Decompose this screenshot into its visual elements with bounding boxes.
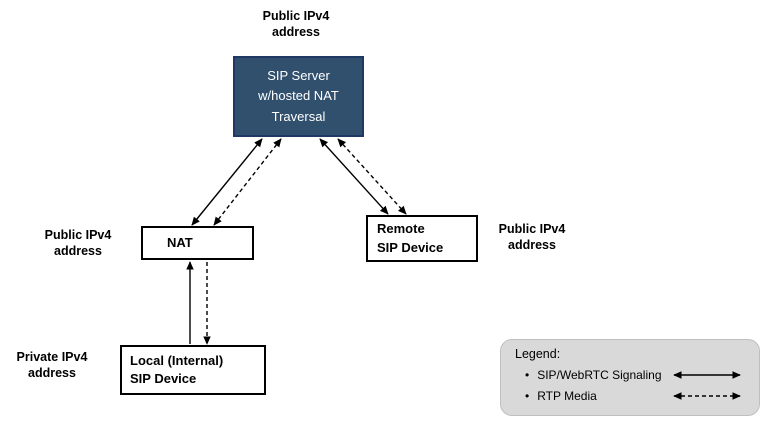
public-ipv4-label-nat: Public IPv4 address [44,228,112,259]
rtp-media-arrow-server-remote [337,138,407,215]
private-ipv4-label-local: Private IPv4 address [16,350,88,381]
remote-sip-device-node: Remote SIP Device [366,215,478,262]
nat-node: NAT [141,226,254,260]
legend-item-signaling: • SIP/WebRTC Signaling [515,364,747,385]
legend-title: Legend: [515,347,561,361]
local-sip-device-node: Local (Internal) SIP Device [120,345,266,395]
public-ipv4-label-remote: Public IPv4 address [498,222,566,253]
sip-server-node: SIP Server w/hosted NAT Traversal [233,56,364,137]
dashed-double-arrow-icon [673,391,741,400]
legend-item-label: SIP/WebRTC Signaling [537,367,662,382]
bullet-icon: • [525,388,530,403]
legend-item-label: RTP Media [537,388,597,403]
legend-panel: Legend: • SIP/WebRTC Signaling • RTP Med… [500,339,760,416]
public-ipv4-label-server: Public IPv4 address [262,9,330,40]
rtp-media-arrow-nat-server [213,138,282,226]
sip-signaling-arrow-nat-server [191,138,263,226]
legend-item-rtp-media: • RTP Media [515,385,747,406]
solid-double-arrow-icon [673,370,741,379]
sip-signaling-arrow-server-remote [319,138,389,215]
bullet-icon: • [525,367,530,382]
